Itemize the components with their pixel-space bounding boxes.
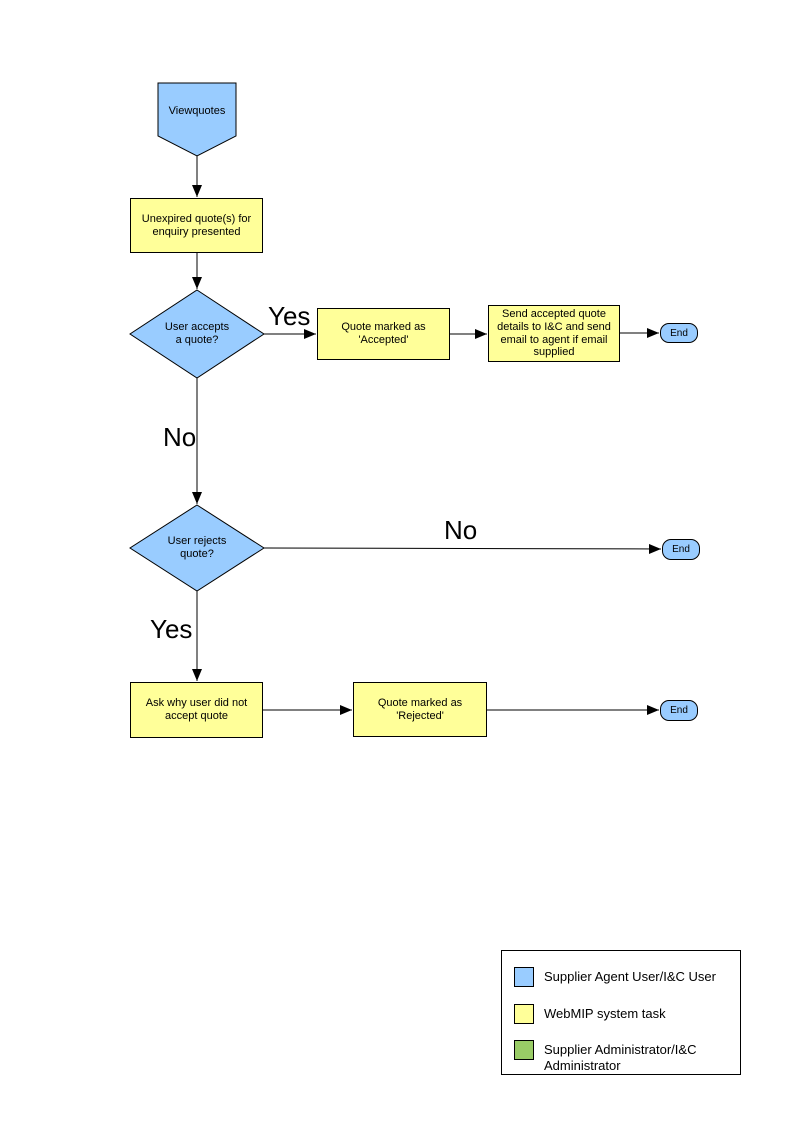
legend-row-supplier-agent: Supplier Agent User/I&C User <box>514 967 716 987</box>
edge-label-reject-no: No <box>444 515 478 545</box>
legend-row-webmip-task: WebMIP system task <box>514 1004 666 1024</box>
start-offpage-shape <box>157 82 237 157</box>
terminator-end-accepted: End <box>660 323 698 343</box>
edge-label-accept-yes: Yes <box>268 301 311 331</box>
edge-label-reject-yes: Yes <box>150 614 193 644</box>
decision-accepts-quote-shape <box>129 289 265 379</box>
legend-label-webmip-task: WebMIP system task <box>544 1006 666 1021</box>
process-marked-accepted: Quote marked as 'Accepted' <box>317 308 450 360</box>
terminator-end-not-rejected: End <box>662 539 700 560</box>
terminator-end-rejected: End <box>660 700 698 721</box>
legend-swatch-supplier-admin <box>514 1040 534 1060</box>
process-marked-rejected: Quote marked as 'Rejected' <box>353 682 487 737</box>
legend-swatch-webmip-task <box>514 1004 534 1024</box>
legend-swatch-supplier-agent <box>514 967 534 987</box>
legend-label-supplier-agent: Supplier Agent User/I&C User <box>544 969 716 984</box>
connector-rejects-no <box>263 543 662 554</box>
process-send-details: Send accepted quote details to I&C and s… <box>488 305 620 362</box>
process-ask-why: Ask why user did not accept quote <box>130 682 263 738</box>
legend-label-supplier-admin: Supplier Administrator/I&C Administrator <box>544 1042 697 1073</box>
legend-row-supplier-admin: Supplier Administrator/I&C Administrator <box>514 1040 696 1073</box>
edge-label-accept-no: No <box>163 422 197 452</box>
legend: Supplier Agent User/I&C User WebMIP syst… <box>501 950 741 1075</box>
process-present-quotes: Unexpired quote(s) for enquiry presented <box>130 198 263 253</box>
decision-rejects-quote-shape <box>129 504 265 592</box>
